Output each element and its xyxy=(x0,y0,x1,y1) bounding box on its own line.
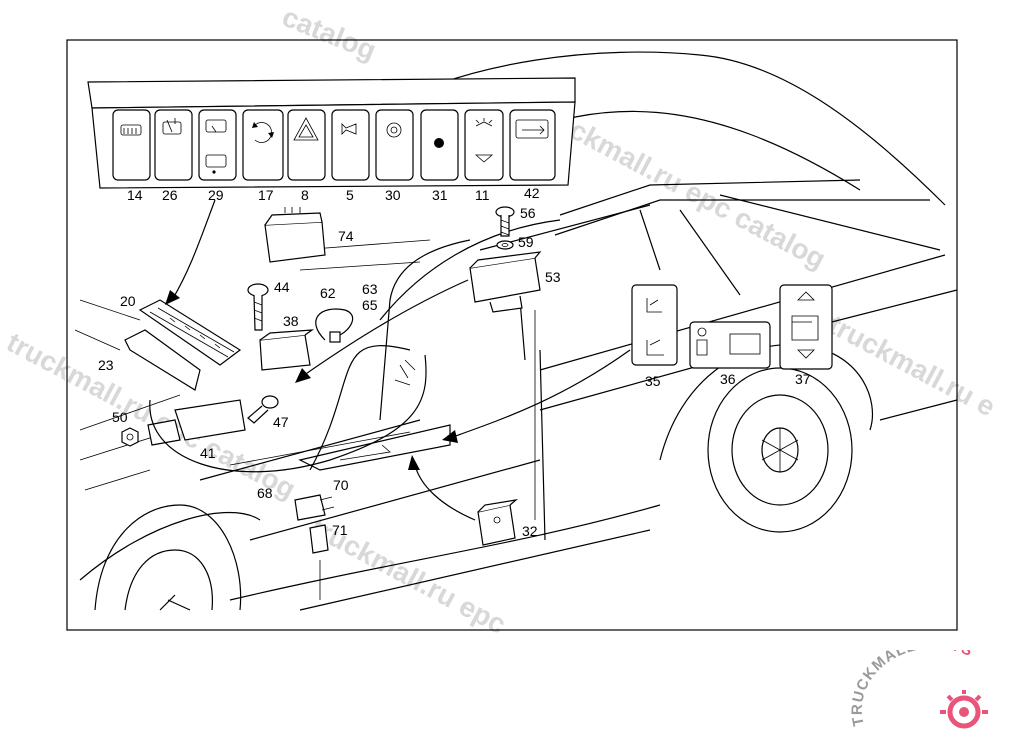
callout-74: 74 xyxy=(338,228,354,244)
callout-20: 20 xyxy=(120,293,136,309)
switch-blank xyxy=(420,109,459,181)
wiring-harness xyxy=(309,345,411,471)
callout-36: 36 xyxy=(720,371,736,387)
leader-arrows xyxy=(165,199,631,600)
part-71-clip xyxy=(309,524,329,554)
callout-35: 35 xyxy=(645,373,661,389)
callout-47: 47 xyxy=(273,414,289,430)
part-56-screw xyxy=(495,206,515,237)
callout-30: 30 xyxy=(385,187,401,203)
svg-text:TRUCKMALLPARTS: TRUCKMALLPARTS xyxy=(849,650,976,728)
callout-44: 44 xyxy=(274,279,290,295)
callout-8: 8 xyxy=(301,187,309,203)
switch-interior-light xyxy=(464,109,504,181)
diagram-frame xyxy=(66,39,958,631)
callout-56: 56 xyxy=(520,205,536,221)
part-44-screw xyxy=(247,283,269,331)
switch-door-lock xyxy=(509,109,556,181)
part-74-relay xyxy=(264,207,326,263)
switch-35-seat-heater xyxy=(631,284,678,366)
callout-53: 53 xyxy=(545,269,561,285)
callout-23: 23 xyxy=(98,357,114,373)
truckmall-parts-logo: TRUCKMALLPARTS xyxy=(849,650,988,729)
callout-50: 50 xyxy=(112,409,128,425)
callout-32: 32 xyxy=(522,523,538,539)
callout-31: 31 xyxy=(432,187,448,203)
logo-text-truckmall: TRUCKMALL xyxy=(849,650,918,728)
switch-rear-wiper xyxy=(154,109,193,181)
callout-68: 68 xyxy=(257,485,273,501)
callout-38: 38 xyxy=(283,313,299,329)
switch-hazard xyxy=(287,109,326,181)
callout-62: 62 xyxy=(320,285,336,301)
callout-5: 5 xyxy=(346,187,354,203)
callout-29: 29 xyxy=(208,187,224,203)
callout-70: 70 xyxy=(333,477,349,493)
switch-rear-defrost xyxy=(112,109,151,181)
switch-36-occupant xyxy=(689,321,771,369)
switch-recirculation xyxy=(242,109,284,181)
wiring-harness xyxy=(394,359,416,386)
part-47-bolt xyxy=(247,395,279,424)
callout-14: 14 xyxy=(127,187,143,203)
part-23-bracket xyxy=(124,329,201,391)
callout-37: 37 xyxy=(795,371,811,387)
callout-17: 17 xyxy=(258,187,274,203)
callout-11: 11 xyxy=(475,187,490,203)
wiring-harness xyxy=(149,354,427,473)
switch-headlamp-wash xyxy=(198,109,237,181)
part-59-washer xyxy=(496,240,514,250)
switch-panel xyxy=(87,77,576,189)
part-20-connector xyxy=(138,299,242,366)
callout-65: 65 xyxy=(362,297,378,313)
part-70-switch xyxy=(294,494,335,521)
part-50-nut xyxy=(121,427,139,447)
switch-blower xyxy=(375,109,414,181)
callout-42: 42 xyxy=(524,185,540,201)
callout-59: 59 xyxy=(518,234,534,250)
part-41-bracket xyxy=(147,399,246,446)
gear-icon xyxy=(940,690,988,729)
part-38-relay xyxy=(259,329,315,371)
logo-text-parts: PARTS xyxy=(915,650,976,660)
switch-fog-lamp xyxy=(331,109,370,181)
part-32-switch xyxy=(477,499,519,546)
part-53-control-unit xyxy=(469,251,542,313)
callout-26: 26 xyxy=(162,187,178,203)
callout-63: 63 xyxy=(362,281,378,297)
part-62-cable xyxy=(315,308,354,343)
switch-37-window xyxy=(779,284,833,370)
callout-71: 71 xyxy=(332,522,348,538)
callout-41: 41 xyxy=(200,445,216,461)
